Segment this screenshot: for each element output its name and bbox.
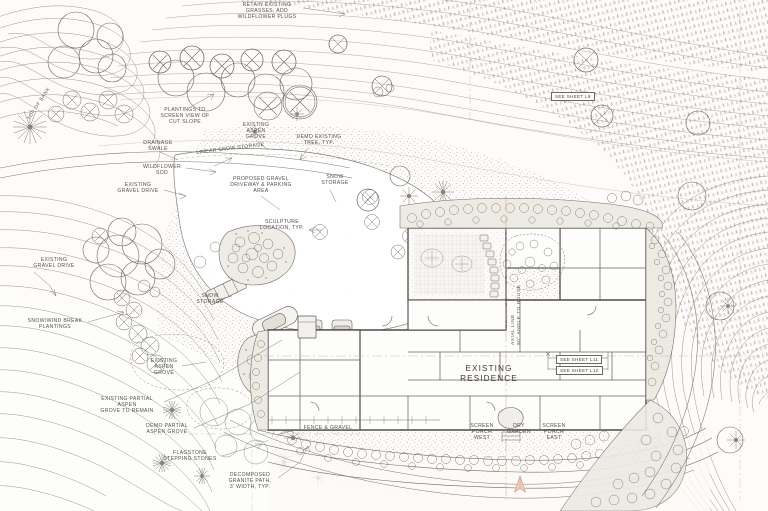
drainage-swale: DRAINAGE SWALE bbox=[143, 140, 173, 153]
snow-storage-top: SNOW STORAGE bbox=[321, 174, 349, 187]
fence-and-gravel: FENCE & GRAVEL bbox=[303, 425, 353, 431]
snow-storage-left: SNOW STORAGE bbox=[196, 293, 224, 306]
see-sheet-l9[interactable]: SEE SHEET L9 bbox=[551, 92, 595, 101]
screen-porch-east: SCREEN PORCH EAST bbox=[542, 423, 566, 442]
existing-gravel-1: EXISTING GRAVEL DRIVE bbox=[117, 182, 159, 195]
dry-garden: DRY GARDEN bbox=[507, 423, 531, 436]
decomposed-granite: DECOMPOSED GRANITE PATH, 3' WIDTH, TYP. bbox=[228, 472, 272, 491]
existing-gravel-2: EXISTING GRAVEL DRIVE bbox=[33, 257, 75, 270]
axial-line: AXIAL LINE 90° ANGLE TO HOUSE bbox=[510, 284, 521, 345]
existing-aspen-1: EXISTING ASPEN GROVE bbox=[242, 122, 270, 141]
flagstone-steps: FLAGSTONE STEPPING STONES bbox=[163, 450, 217, 463]
demo-partial-aspen: DEMO PARTIAL ASPEN GROVE bbox=[146, 423, 188, 436]
plantings-screen: PLANTINGS TO SCREEN VIEW OF CUT SLOPE bbox=[160, 107, 210, 126]
see-sheet-l12[interactable]: SEE SHEET L12 bbox=[556, 366, 603, 375]
demo-existing-tree: DEMO EXISTING TREE, TYP. bbox=[296, 134, 342, 147]
see-sheet-l11[interactable]: SEE SHEET L11 bbox=[556, 355, 603, 364]
proposed-gravel: PROPOSED GRAVEL DRIVEWAY & PARKING AREA bbox=[230, 176, 292, 195]
snow-wind-break: SNOW/WIND BREAK PLANTINGS bbox=[27, 318, 83, 331]
wildflower-sod: WILDFLOWER SOD bbox=[142, 164, 182, 177]
screen-porch-west: SCREEN PORCH WEST bbox=[470, 423, 494, 442]
partial-aspen-remain: EXISTING PARTIAL ASPEN GROVE TO REMAIN bbox=[100, 396, 154, 415]
sculpture-location: SCULPTURE LOCATION, TYP. bbox=[260, 219, 304, 232]
retain-grasses: RETAIN EXISTING GRASSES, ADD WILDFLOWER … bbox=[237, 2, 297, 21]
existing-residence: EXISTING RESIDENCE bbox=[460, 364, 518, 383]
existing-aspen-2: EXISTING ASPEN GROVE bbox=[150, 358, 178, 377]
